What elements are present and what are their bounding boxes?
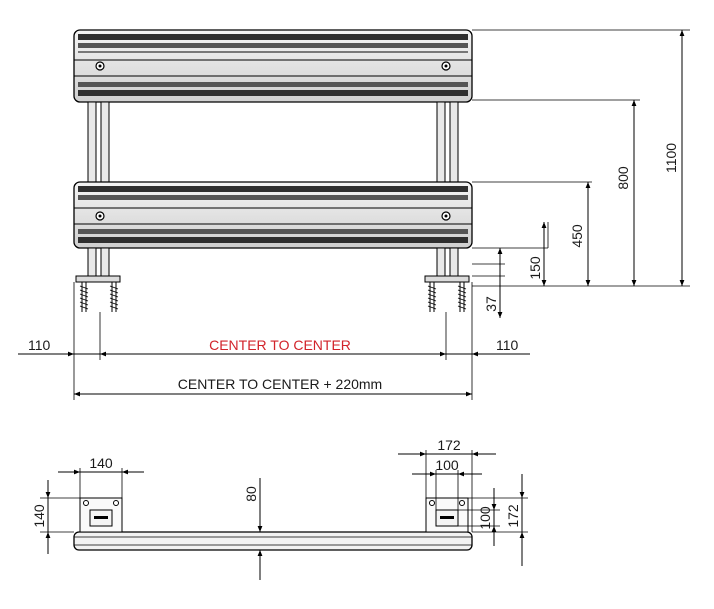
dim-right-110-label: 110 bbox=[496, 337, 519, 353]
top-view: 140 140 80 172 100 100 172 bbox=[31, 437, 528, 580]
vertical-dimensions bbox=[497, 30, 685, 318]
dim-right-172-label: 172 bbox=[437, 437, 461, 453]
front-view: 1100 800 450 150 37 110 110 CENTER TO CE… bbox=[18, 29, 690, 400]
dim-right-100-label: 100 bbox=[435, 457, 459, 473]
legs bbox=[75, 247, 470, 312]
top-view-bar bbox=[73, 531, 473, 551]
dim-37-label: 37 bbox=[483, 296, 499, 312]
dim-left-width-label: 140 bbox=[89, 455, 113, 471]
dim-150-label: 150 bbox=[527, 256, 543, 280]
dim-right-h-172-label: 172 bbox=[505, 504, 521, 528]
dim-center-80-label: 80 bbox=[243, 486, 259, 502]
dim-800-label: 800 bbox=[615, 166, 631, 190]
left-base-plate bbox=[79, 497, 123, 533]
upper-step bbox=[73, 29, 473, 103]
dim-450-label: 450 bbox=[569, 224, 585, 248]
overall-width-label: CENTER TO CENTER + 220mm bbox=[178, 376, 382, 392]
top-view-dimensions bbox=[45, 451, 525, 580]
center-to-center-label: CENTER TO CENTER bbox=[209, 337, 351, 353]
dim-1100-label: 1100 bbox=[663, 143, 679, 173]
foot-plate-right bbox=[424, 275, 470, 283]
dim-right-h-100-label: 100 bbox=[477, 506, 493, 530]
dim-left-height-label: 140 bbox=[31, 504, 47, 528]
dim-left-110-label: 110 bbox=[28, 337, 51, 353]
foot-plate-left bbox=[75, 275, 121, 283]
lower-step bbox=[73, 181, 473, 249]
right-base-plate bbox=[425, 497, 469, 533]
upright-posts bbox=[87, 101, 459, 183]
horizontal-dimensions bbox=[18, 351, 530, 397]
